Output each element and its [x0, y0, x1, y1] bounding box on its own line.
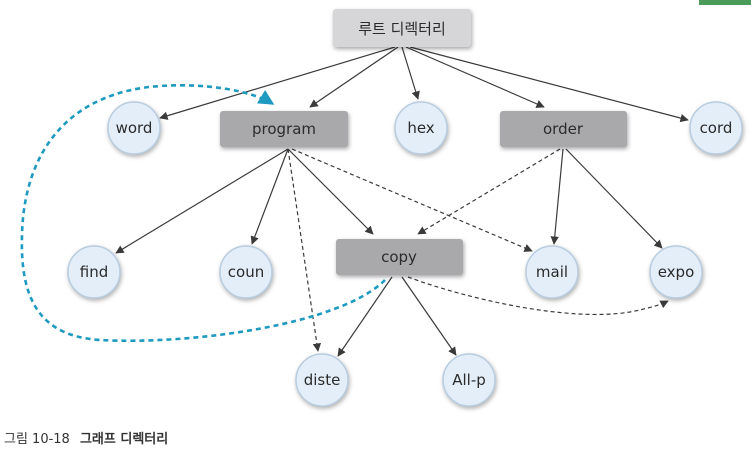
node-order: order — [500, 111, 627, 147]
find-circle — [67, 245, 121, 299]
allp-circle — [442, 353, 496, 407]
node-coun: coun — [219, 245, 273, 299]
copy-label: copy — [381, 248, 417, 266]
node-expo: expo — [649, 245, 703, 299]
edge-layer — [20, 46, 689, 357]
cord-label: cord — [700, 119, 733, 137]
edge-root-to-cord — [409, 46, 689, 123]
node-mail: mail — [525, 245, 579, 299]
order-box — [500, 111, 627, 147]
edge-program-to-find — [115, 148, 289, 254]
edge-copy-to-program — [20, 84, 386, 343]
node-hex: hex — [394, 101, 448, 155]
node-copy: copy — [336, 239, 463, 275]
program-box — [220, 111, 348, 147]
node-root-directory: 루트 디렉터리 — [333, 9, 471, 47]
order-label: order — [543, 120, 584, 138]
expo-label: expo — [658, 263, 695, 281]
edge-root-to-hex — [401, 46, 420, 100]
edge-copy-to-diste — [337, 276, 393, 357]
diste-label: diste — [304, 371, 341, 389]
root-directory-label: 루트 디렉터리 — [358, 20, 446, 38]
hex-label: hex — [407, 119, 434, 137]
caption-number: 그림 10-18 — [4, 432, 70, 447]
edge-order-to-copy — [417, 148, 561, 235]
edge-root-to-order — [405, 46, 545, 108]
word-label: word — [116, 119, 153, 137]
expo-circle — [649, 245, 703, 299]
hex-circle — [394, 101, 448, 155]
edge-order-to-mail — [550, 148, 564, 245]
copy-box — [336, 239, 463, 275]
coun-label: coun — [228, 263, 264, 281]
word-circle — [107, 101, 161, 155]
coun-circle — [219, 245, 273, 299]
edge-program-to-mail — [291, 148, 533, 252]
edge-root-to-word — [159, 46, 396, 120]
node-word: word — [107, 101, 161, 155]
allp-label: All-p — [452, 371, 486, 389]
node-allp: All-p — [442, 353, 496, 407]
find-label: find — [80, 263, 108, 281]
edge-order-to-expo — [565, 148, 663, 249]
corner-tab — [699, 0, 751, 5]
edge-root-to-program — [309, 46, 399, 108]
node-cord: cord — [689, 101, 743, 155]
root-directory-box — [333, 9, 471, 47]
edge-copy-to-allp — [401, 276, 457, 356]
figure-caption: 그림 10-18 그래프 디렉터리 — [4, 428, 168, 447]
node-find: find — [67, 245, 121, 299]
diste-circle — [295, 353, 349, 407]
edge-program-to-coun — [250, 148, 289, 245]
edge-copy-to-expo — [407, 276, 669, 316]
cord-circle — [689, 101, 743, 155]
program-label: program — [252, 120, 316, 138]
caption-title: 그래프 디렉터리 — [79, 432, 169, 447]
node-program: program — [220, 111, 348, 147]
node-diste: diste — [295, 353, 349, 407]
edge-program-to-copy — [287, 148, 374, 235]
node-layer: 루트 디렉터리 word program hex order cord — [67, 9, 743, 407]
mail-label: mail — [536, 263, 568, 281]
mail-circle — [525, 245, 579, 299]
